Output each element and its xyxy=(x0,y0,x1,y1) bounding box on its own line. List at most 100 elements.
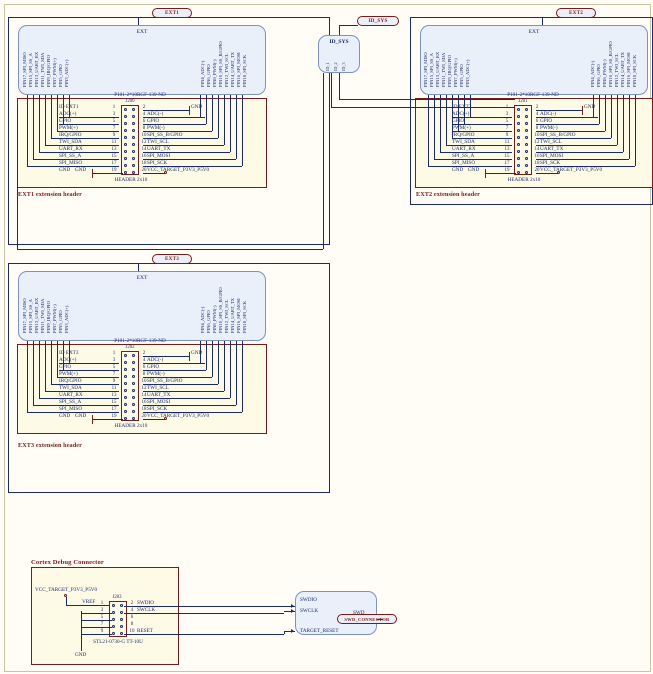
swd-signal-2: TARGET_RESET xyxy=(300,628,339,634)
ext2-pin-dot-right-4[interactable] xyxy=(524,115,528,119)
debug-pin-dot-right-8[interactable] xyxy=(119,625,123,629)
ext3-pin-dot-left-3[interactable] xyxy=(124,361,128,365)
ext1-pin-dot-left-7[interactable] xyxy=(124,129,128,133)
debug-pin-dot-left-5[interactable] xyxy=(112,618,116,622)
ext1-pin-dot-right-16[interactable] xyxy=(131,157,135,161)
ext3-pin-dot-left-5[interactable] xyxy=(124,368,128,372)
ext1-pin-dot-left-11[interactable] xyxy=(124,143,128,147)
port-swd-connector[interactable]: SWD_CONNECTOR xyxy=(337,614,397,624)
ext3-pin-dot-left-9[interactable] xyxy=(124,382,128,386)
port-ext3[interactable]: EXT3 xyxy=(152,254,192,264)
debug-pin-dot-right-4[interactable] xyxy=(119,611,123,615)
ext3-pin-dot-left-1[interactable] xyxy=(124,354,128,358)
ext3-net-left-5: TWI_SDA xyxy=(59,385,82,391)
ext3-pin-dot-right-12[interactable] xyxy=(131,389,135,393)
ext3-left-riser-h-5 xyxy=(57,376,59,378)
ext2-pin-left-2: PIN13_UART_RX xyxy=(435,51,440,87)
ext1-pin-dot-right-8[interactable] xyxy=(131,129,135,133)
port-id-sys[interactable]: ID_SYS xyxy=(357,16,399,26)
ext3-pin-number-18: 18 xyxy=(141,407,147,412)
ext2-pin-dot-left-17[interactable] xyxy=(517,164,521,168)
ext3-pin-dot-left-11[interactable] xyxy=(124,389,128,393)
ext3-pin-dot-right-20[interactable] xyxy=(131,417,135,421)
ext2-pin-dot-right-14[interactable] xyxy=(524,150,528,154)
ext3-pin-dot-left-17[interactable] xyxy=(124,410,128,414)
ext1-pin-dot-left-17[interactable] xyxy=(124,164,128,168)
ext2-pin-dot-left-11[interactable] xyxy=(517,143,521,147)
ext1-left-riser-h-0 xyxy=(27,165,59,167)
ext3-net-right-6: UART_TX xyxy=(147,392,171,398)
ext3-gnd19-wire xyxy=(93,418,123,420)
debug-net-right-1: SWCLK xyxy=(137,607,156,613)
port-ext1[interactable]: EXT1 xyxy=(152,8,192,18)
ext3-pin-dot-right-10[interactable] xyxy=(131,382,135,386)
ext1-sheet-symbol[interactable]: EXT xyxy=(18,25,266,95)
ext3-pin-dot-left-15[interactable] xyxy=(124,403,128,407)
ext2-pin-left-3: PIN11_TWI_SDA xyxy=(441,52,446,87)
ext1-pin-dot-right-18[interactable] xyxy=(131,164,135,168)
ext1-pin-dot-left-5[interactable] xyxy=(124,122,128,126)
ext3-pin-dot-left-7[interactable] xyxy=(124,375,128,379)
ext2-pin-dot-left-19[interactable] xyxy=(517,171,521,175)
ext2-pin-dot-right-8[interactable] xyxy=(524,129,528,133)
ext1-pin-dot-left-3[interactable] xyxy=(124,115,128,119)
ext1-right-riser-h-2 xyxy=(205,130,212,132)
ext1-pin-dot-left-15[interactable] xyxy=(124,157,128,161)
debug-pin-dot-left-7[interactable] xyxy=(112,625,116,629)
port-ext2[interactable]: EXT2 xyxy=(556,8,596,18)
ext2-pin-dot-left-3[interactable] xyxy=(517,115,521,119)
ext1-pin-dot-left-13[interactable] xyxy=(124,150,128,154)
ext3-pin-dot-right-16[interactable] xyxy=(131,403,135,407)
ext3-pin-number-2: 2 xyxy=(142,351,146,356)
ext1-pin-dot-right-6[interactable] xyxy=(131,122,135,126)
ext2-net-left-1: ADC(+) xyxy=(452,111,470,117)
debug-pin-dot-left-3[interactable] xyxy=(112,611,116,615)
ext2-right-riser-6 xyxy=(629,95,630,159)
ext3-pin-dot-right-18[interactable] xyxy=(131,410,135,414)
ext1-pin-dot-left-1[interactable] xyxy=(124,108,128,112)
ext2-pin-dot-right-10[interactable] xyxy=(524,136,528,140)
ext1-pin-right-6: PIN16_SPI_MOSI xyxy=(236,52,241,87)
ext2-pin-dot-right-16[interactable] xyxy=(524,157,528,161)
ext1-pin-dot-right-10[interactable] xyxy=(131,136,135,140)
ext1-pin-dot-left-9[interactable] xyxy=(124,136,128,140)
debug-pin-dot-left-1[interactable] xyxy=(112,604,116,608)
ext3-pin-dot-right-2[interactable] xyxy=(131,354,135,358)
debug-pin-dot-right-6[interactable] xyxy=(119,618,123,622)
ext2-pin-dot-left-9[interactable] xyxy=(517,136,521,140)
ext1-pin-number-9: 9 xyxy=(112,133,116,138)
ext2-pin-dot-left-15[interactable] xyxy=(517,157,521,161)
ext2-pin-dot-left-7[interactable] xyxy=(517,129,521,133)
debug-pin-dot-right-10[interactable] xyxy=(119,632,123,636)
ext1-pin-dot-right-14[interactable] xyxy=(131,150,135,154)
ext2-pin-dot-right-18[interactable] xyxy=(524,164,528,168)
ext2-pin-dot-right-20[interactable] xyxy=(524,171,528,175)
debug-pin-dot-left-9[interactable] xyxy=(112,632,116,636)
ext3-net-left-8: SPI_MISO xyxy=(59,406,83,412)
ext2-pin-dot-left-13[interactable] xyxy=(517,150,521,154)
ext2-sheet-symbol[interactable]: EXT xyxy=(420,25,648,95)
id-sys-sheet-symbol[interactable]: ID_SYS xyxy=(318,35,360,73)
ext2-pin-number-10: 10 xyxy=(534,133,540,138)
ext2-pin-dot-right-2[interactable] xyxy=(524,108,528,112)
ext3-pin-dot-left-19[interactable] xyxy=(124,417,128,421)
ext2-pin-dot-right-12[interactable] xyxy=(524,143,528,147)
ext1-pin-dot-right-4[interactable] xyxy=(131,115,135,119)
ext3-pin-dot-right-6[interactable] xyxy=(131,368,135,372)
ext3-pin-dot-right-4[interactable] xyxy=(131,361,135,365)
ext1-pin-dot-right-12[interactable] xyxy=(131,143,135,147)
ext1-pin-dot-right-20[interactable] xyxy=(131,171,135,175)
ext3-pin-dot-right-8[interactable] xyxy=(131,375,135,379)
ext1-pin-dot-right-2[interactable] xyxy=(131,108,135,112)
ext2-pin-dot-left-5[interactable] xyxy=(517,122,521,126)
ext3-sheet-symbol[interactable]: EXT xyxy=(18,271,266,341)
ext3-pin-dot-left-13[interactable] xyxy=(124,396,128,400)
ext2-pin-dot-left-1[interactable] xyxy=(517,108,521,112)
ext3-right-riser-7 xyxy=(242,341,243,412)
ext1-pin-dot-left-19[interactable] xyxy=(124,171,128,175)
ext2-pin-dot-right-6[interactable] xyxy=(524,122,528,126)
ext3-row-wire-left-6 xyxy=(59,397,119,399)
debug-pin-dot-right-2[interactable] xyxy=(119,604,123,608)
swd-sheet-symbol[interactable] xyxy=(295,591,377,635)
ext3-pin-dot-right-14[interactable] xyxy=(131,396,135,400)
